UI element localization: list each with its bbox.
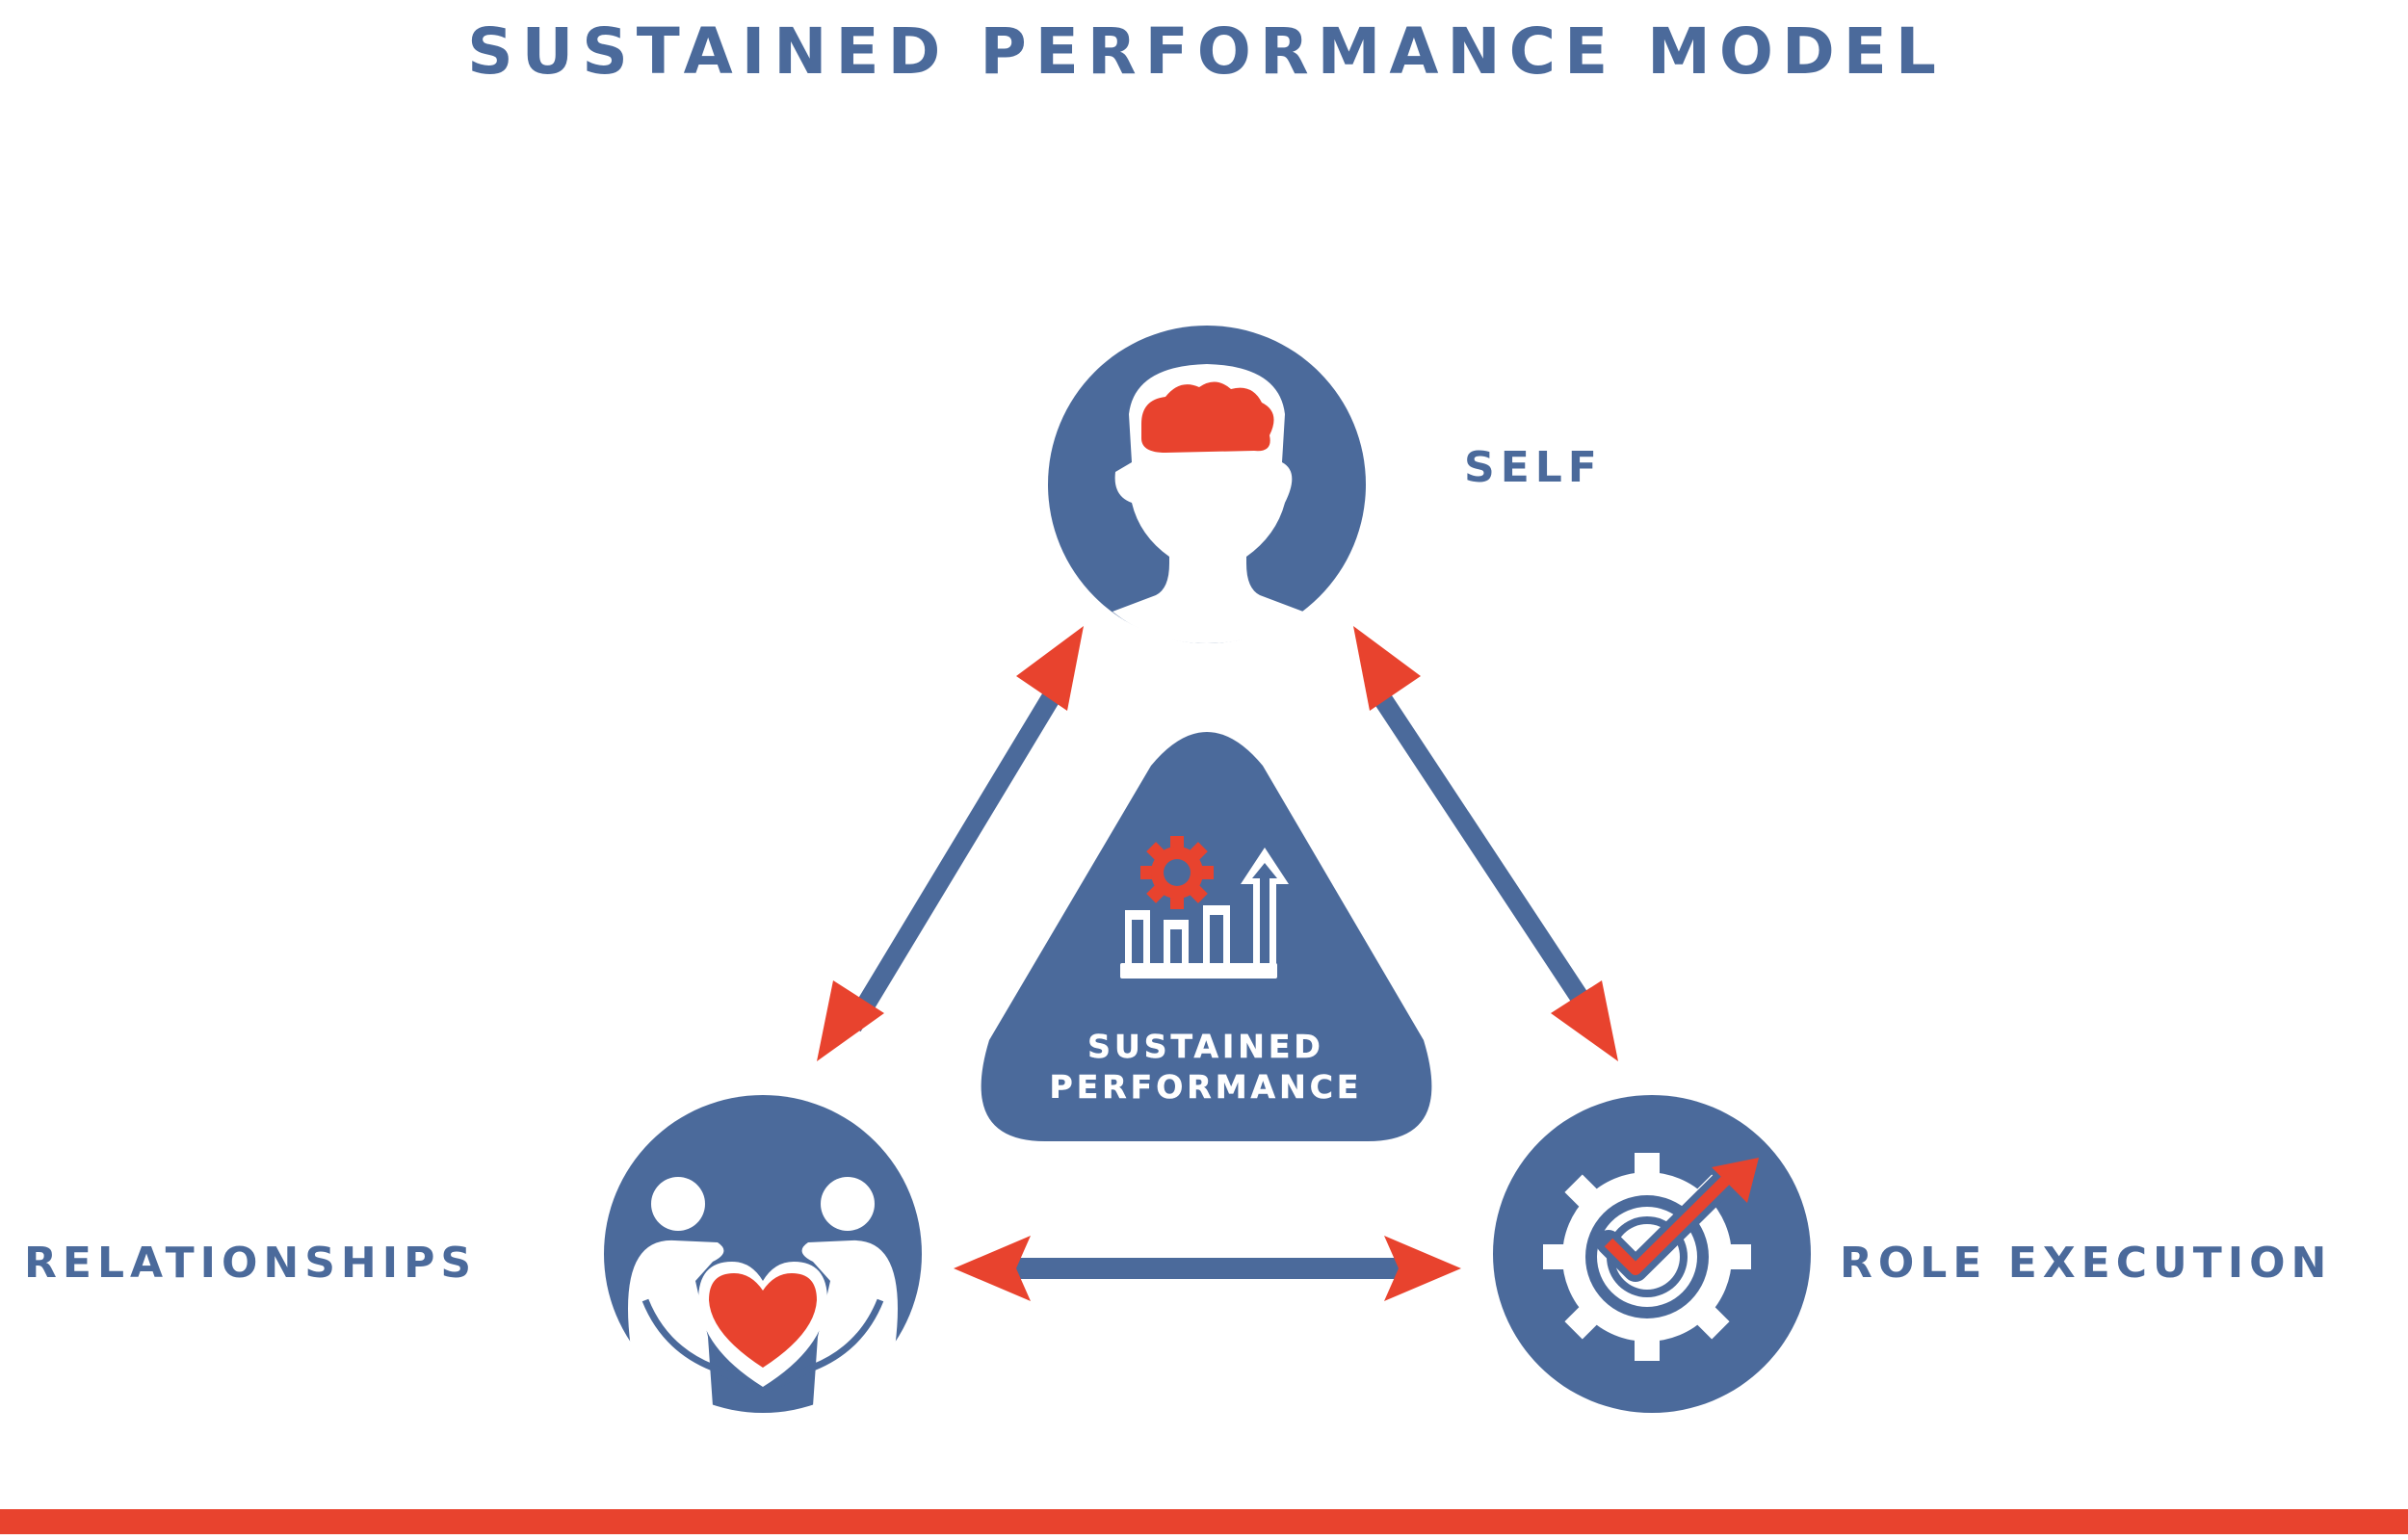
center-label-line2: PERFORMANCE [1050, 1068, 1363, 1106]
gear-check-arrow-icon [1543, 1153, 1759, 1361]
node-self: SELF [1048, 326, 1603, 643]
arrow-self-relationships [817, 626, 1084, 1061]
arrowhead-role-execution-side [1384, 1236, 1461, 1301]
arrow-self-role-execution [1353, 626, 1618, 1061]
arrow-relationships-role-execution [954, 1236, 1461, 1301]
arrowhead-self-top-left [1016, 626, 1084, 711]
page-title: SUSTAINED PERFORMANCE MODEL [467, 14, 1945, 89]
node-relationships: RELATIONSHIPS [24, 1095, 922, 1413]
arrowhead-role-execution-top [1551, 980, 1618, 1061]
people-heart-hands-icon [628, 1177, 898, 1406]
node-role-execution: ROLE EXECUTION [1493, 1095, 2332, 1413]
gear-growth-chart-icon [1120, 836, 1289, 979]
center-label-line1: SUSTAINED [1087, 1028, 1324, 1065]
self-label: SELF [1464, 443, 1603, 492]
head-brain-icon [1112, 364, 1303, 643]
role-execution-label: ROLE EXECUTION [1840, 1239, 2332, 1288]
arrowhead-self-top-right [1353, 626, 1421, 711]
center-triangle: SUSTAINED PERFORMANCE [981, 732, 1432, 1141]
arrowhead-relationships-side [954, 1236, 1031, 1301]
relationships-label: RELATIONSHIPS [24, 1239, 477, 1288]
bottom-accent-bar [0, 1509, 2408, 1534]
arrowhead-relationships-top [817, 980, 884, 1061]
